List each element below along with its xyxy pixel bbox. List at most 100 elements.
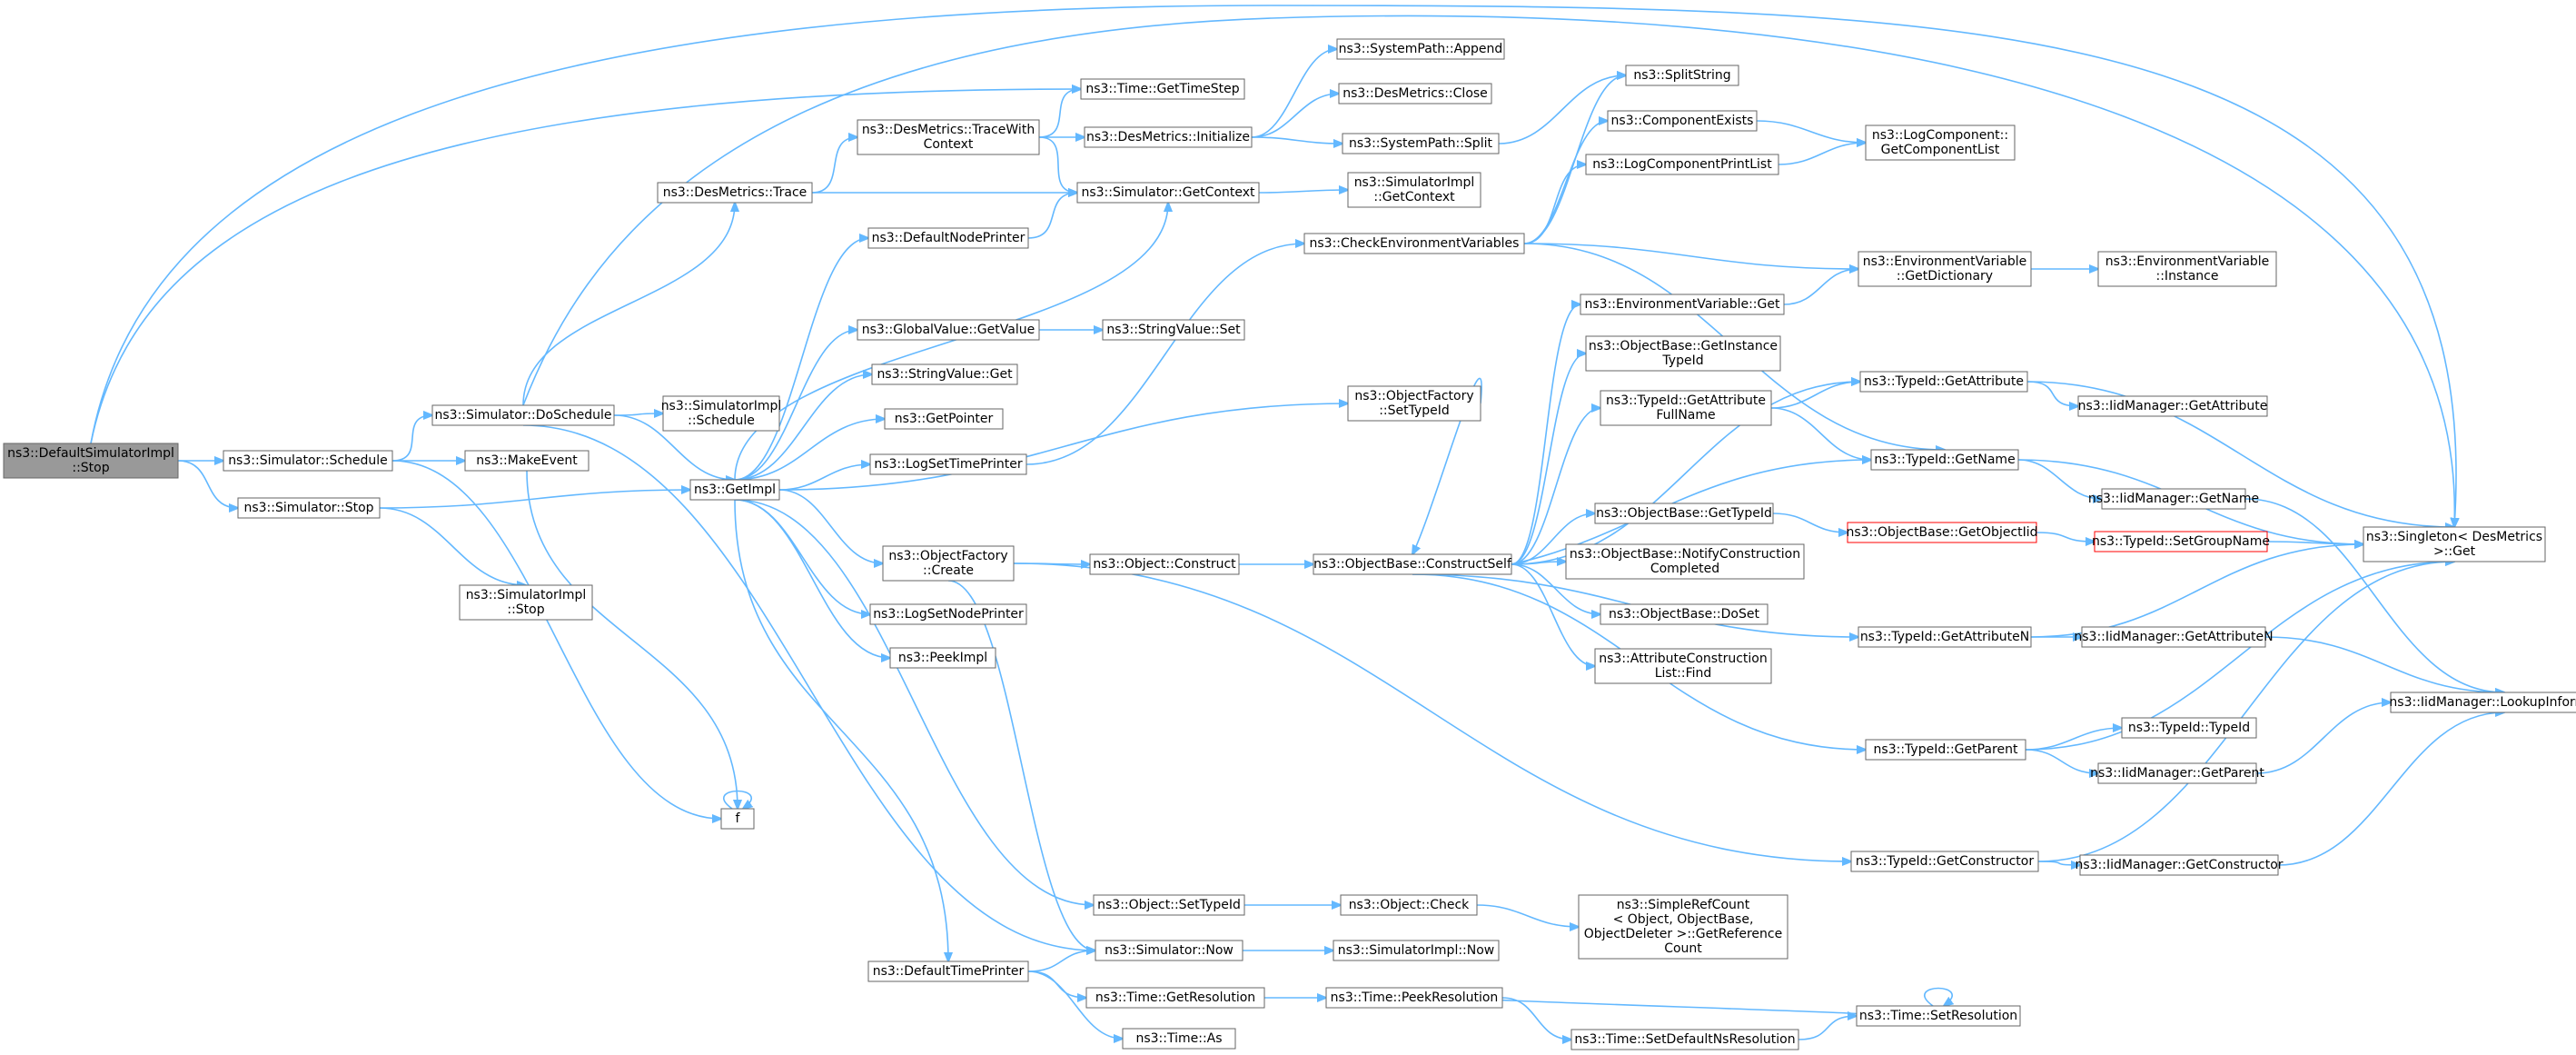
node-time-setdefaultns[interactable]: ns3::Time::SetDefaultNsResolution: [1570, 1029, 1799, 1050]
node-makeevent[interactable]: ns3::MakeEvent: [464, 450, 590, 472]
node-object-construct[interactable]: ns3::Object::Construct: [1089, 553, 1240, 575]
node-objbase-constructself[interactable]: ns3::ObjectBase::ConstructSelf: [1313, 553, 1512, 575]
node-iidmanager-lookup[interactable]: ns3::IidManager::LookupInformation: [2389, 692, 2576, 713]
node-syspath-split[interactable]: ns3::SystemPath::Split: [1342, 133, 1500, 154]
node-impl-stop[interactable]: ns3::SimulatorImpl::Stop: [459, 584, 593, 621]
node-box: [1325, 987, 1503, 1009]
node-box: [2363, 526, 2546, 562]
node-label: ns3::IidManager::LookupInformation: [2389, 695, 2576, 710]
node-sim-getcontext[interactable]: ns3::Simulator::GetContext: [1076, 182, 1260, 204]
node-getimpl[interactable]: ns3::GetImpl: [689, 479, 780, 501]
node-object-check[interactable]: ns3::Object::Check: [1340, 894, 1478, 916]
node-box: [237, 497, 381, 519]
node-box: [1347, 385, 1481, 422]
node-logcomponent-getlist[interactable]: ns3::LogComponent::GetComponentList: [1865, 124, 2016, 161]
node-iidmanager-getparent[interactable]: ns3::IidManager::GetParent: [2090, 762, 2264, 784]
node-peekimpl[interactable]: ns3::PeekImpl: [889, 647, 996, 669]
node-defaultnodeprinter[interactable]: ns3::DefaultNodePrinter: [867, 227, 1029, 249]
node-box: [857, 319, 1040, 341]
node-defaulttimeprinter[interactable]: ns3::DefaultTimePrinter: [867, 960, 1029, 982]
node-label: ns3::StringValue::Set: [1106, 323, 1241, 337]
edge-checkenv-to-componentexists: [1523, 121, 1608, 244]
node-simplerefcount[interactable]: ns3::SimpleRefCount< Object, ObjectBase,…: [1578, 894, 1788, 960]
node-syspath-append[interactable]: ns3::SystemPath::Append: [1336, 38, 1505, 60]
node-desmetrics-close[interactable]: ns3::DesMetrics::Close: [1338, 83, 1492, 105]
node-label: ns3::IidManager::GetParent: [2090, 766, 2264, 781]
node-checkenv[interactable]: ns3::CheckEnvironmentVariables: [1303, 233, 1525, 254]
node-time-getresolution[interactable]: ns3::Time::GetResolution: [1085, 987, 1265, 1009]
node-iidmanager-getname[interactable]: ns3::IidManager::GetName: [2088, 488, 2259, 510]
edge-defaultnodeprinter-to-sim_getcontext: [1027, 193, 1077, 239]
node-f[interactable]: f: [720, 808, 755, 830]
node-simimpl-now[interactable]: ns3::SimulatorImpl::Now: [1333, 940, 1500, 961]
node-sim-stop[interactable]: ns3::Simulator::Stop: [237, 497, 381, 519]
node-globalvalue-get[interactable]: ns3::GlobalValue::GetValue: [857, 319, 1040, 341]
node-sim-now[interactable]: ns3::Simulator::Now: [1095, 940, 1243, 961]
node-objfactory-settypeid[interactable]: ns3::ObjectFactory::SetTypeId: [1347, 385, 1481, 422]
node-object-settypeid[interactable]: ns3::Object::SetTypeId: [1093, 894, 1245, 916]
edge-typeid_getname-to-iidmanager_getname: [2017, 459, 2102, 499]
node-simimpl-getcontext[interactable]: ns3::SimulatorImpl::GetContext: [1347, 172, 1481, 208]
node-label: ::Instance: [2156, 269, 2219, 284]
edge-logcomponentprintlist-to-logcomponent_getlist: [1778, 143, 1866, 165]
node-envvar-getdict[interactable]: ns3::EnvironmentVariable::GetDictionary: [1858, 251, 2032, 287]
node-typeid-getattribute[interactable]: ns3::TypeId::GetAttribute: [1859, 371, 2028, 393]
edge-objbase_gettypeid-to-objbase_getobjectiid: [1772, 513, 1848, 532]
node-objbase-notify[interactable]: ns3::ObjectBase::NotifyConstructionCompl…: [1565, 543, 1805, 580]
edge-desmetrics_init-to-syspath_split: [1251, 136, 1342, 144]
node-time-as[interactable]: ns3::Time::As: [1122, 1028, 1236, 1050]
node-logsettimeprinter[interactable]: ns3::LogSetTimePrinter: [869, 453, 1027, 475]
node-label: ns3::DesMetrics::Close: [1342, 86, 1488, 101]
node-time-peekresolution[interactable]: ns3::Time::PeekResolution: [1325, 987, 1503, 1009]
node-label: ns3::DefaultNodePrinter: [872, 231, 1025, 245]
node-desmetrics-init[interactable]: ns3::DesMetrics::Initialize: [1084, 126, 1253, 148]
node-gettimestep[interactable]: ns3::Time::GetTimeStep: [1080, 78, 1245, 100]
node-label: ns3::TypeId::GetConstructor: [1856, 854, 2034, 869]
node-label: ns3::ObjectBase::DoSet: [1609, 607, 1759, 622]
node-typeid-getname[interactable]: ns3::TypeId::GetName: [1870, 449, 2019, 471]
node-logcomponentprintlist[interactable]: ns3::LogComponentPrintList: [1585, 154, 1779, 175]
node-root[interactable]: ns3::DefaultSimulatorImpl::Stop: [3, 443, 179, 479]
node-typeid-setgroupname[interactable]: ns3::TypeId::SetGroupName: [2092, 531, 2270, 552]
node-envvar-instance[interactable]: ns3::EnvironmentVariable::Instance: [2097, 251, 2277, 287]
node-singleton-get[interactable]: ns3::Singleton< DesMetrics >::Get: [2363, 526, 2546, 562]
node-stringvalue-get[interactable]: ns3::StringValue::Get: [871, 363, 1018, 385]
node-doschedule[interactable]: ns3::Simulator::DoSchedule: [431, 404, 615, 426]
node-componentexists[interactable]: ns3::ComponentExists: [1607, 110, 1758, 132]
node-impl-schedule[interactable]: ns3::SimulatorImpl::Schedule: [661, 395, 782, 432]
node-iidmanager-getattribute[interactable]: ns3::IidManager::GetAttribute: [2077, 395, 2268, 417]
node-objbase-doset[interactable]: ns3::ObjectBase::DoSet: [1600, 603, 1769, 625]
node-envvar-get[interactable]: ns3::EnvironmentVariable::Get: [1580, 294, 1785, 315]
edge-getimpl-to-getpointer: [734, 419, 885, 481]
node-typeid-typeid[interactable]: ns3::TypeId::TypeId: [2121, 717, 2257, 739]
node-box: [1093, 894, 1245, 916]
node-stringvalue-set[interactable]: ns3::StringValue::Set: [1102, 319, 1245, 341]
node-typeid-getparent[interactable]: ns3::TypeId::GetParent: [1865, 739, 2026, 761]
node-desmetrics-trace[interactable]: ns3::DesMetrics::Trace: [657, 182, 813, 204]
node-splitstring[interactable]: ns3::SplitString: [1625, 65, 1739, 86]
edge-typeid_getattributen-to-singleton_get: [2030, 544, 2363, 638]
node-getpointer[interactable]: ns3::GetPointer: [884, 408, 1004, 430]
node-time-setresolution[interactable]: ns3::Time::SetResolution: [1856, 1005, 2021, 1027]
node-objfactory-create[interactable]: ns3::ObjectFactory::Create: [882, 545, 1015, 582]
node-label: ns3::SimulatorImpl: [1354, 175, 1475, 190]
node-objbase-getobjectiid[interactable]: ns3::ObjectBase::GetObjectIid: [1846, 522, 2038, 543]
node-logsetnodeprinter[interactable]: ns3::LogSetNodePrinter: [869, 603, 1027, 625]
node-typeid-getconstructor[interactable]: ns3::TypeId::GetConstructor: [1850, 851, 2039, 872]
node-iidmanager-getconstructor[interactable]: ns3::IidManager::GetConstructor: [2075, 854, 2284, 876]
node-box: [1859, 371, 2028, 393]
edge-syspath_split-to-splitstring: [1498, 75, 1626, 144]
node-objbase-gettypeid[interactable]: ns3::ObjectBase::GetTypeId: [1594, 503, 1774, 524]
node-iidmanager-getattributen[interactable]: ns3::IidManager::GetAttributeN: [2074, 626, 2274, 648]
node-typeid-getattributen[interactable]: ns3::TypeId::GetAttributeN: [1858, 626, 2032, 648]
node-box: [464, 450, 590, 472]
node-label: ns3::Simulator::Stop: [243, 501, 373, 515]
edge-desmetrics_trace-to-desmetrics_twc: [811, 137, 857, 194]
edge-desmetrics_twc-to-gettimestep: [1038, 89, 1081, 138]
node-box: [1340, 894, 1478, 916]
node-schedule[interactable]: ns3::Simulator::Schedule: [223, 450, 393, 472]
